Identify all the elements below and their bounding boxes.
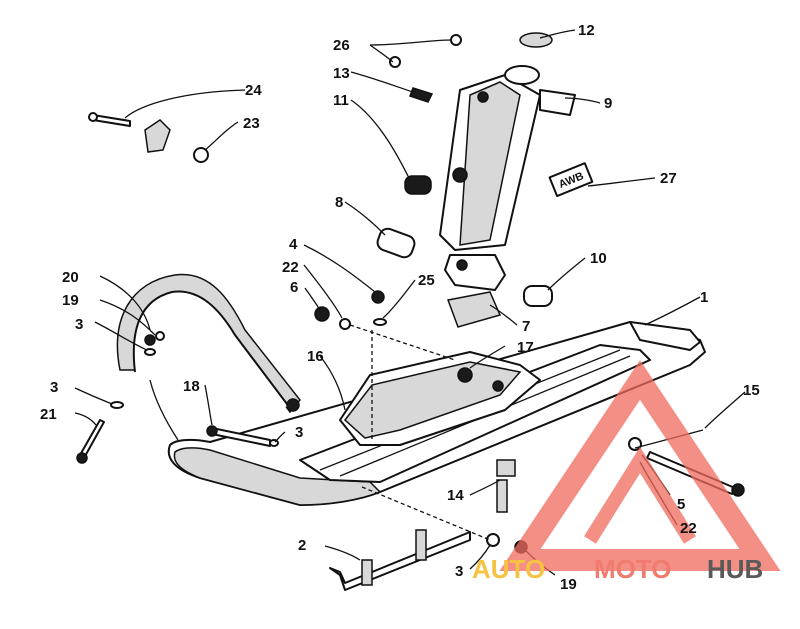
callout-21: 21 [40,406,57,423]
callout-16: 16 [307,348,324,365]
svg-text:MOTO: MOTO [594,554,672,584]
washer-22a [339,318,351,330]
callout-2: 2 [298,537,306,554]
awb-decal: AWB [548,162,594,198]
grease-fitting-13 [409,87,434,103]
callout-13: 13 [333,65,350,82]
callout-23: 23 [243,115,260,132]
callout-3c: 3 [295,424,303,441]
callout-12: 12 [578,22,595,39]
nut-4 [371,290,385,304]
callout-25: 25 [418,272,435,289]
spacer-14 [496,459,516,477]
nut-19a [155,331,165,341]
callout-20: 20 [62,269,79,286]
svg-text:HUB: HUB [707,554,763,584]
bushing-8 [376,227,416,259]
bolt-24 [88,112,209,163]
callout-19b: 19 [560,576,577,593]
callout-3a: 3 [75,316,83,333]
cap-12 [519,32,553,48]
wear-bar [329,459,516,591]
block-7 [446,291,502,328]
washer-26b [389,56,401,68]
spindle [439,65,576,291]
callout-3b: 3 [50,379,58,396]
callout-27: 27 [660,170,677,187]
nut-23 [193,147,209,163]
washer-3a [144,348,156,356]
callout-5: 5 [677,496,685,513]
callout-19a: 19 [62,292,79,309]
watermark-logo: AUTO MOTO HUB [472,554,763,584]
callout-1: 1 [700,289,708,306]
svg-text:AUTO: AUTO [472,554,545,584]
bushing-11 [404,175,432,195]
washer-25 [373,318,387,326]
bolt-21 [76,401,124,464]
callout-6: 6 [290,279,298,296]
callout-9: 9 [604,95,612,112]
callout-4: 4 [289,236,298,253]
nut-6 [314,306,330,322]
ski-loop-handle [116,273,301,414]
bushing-10 [523,285,553,307]
callout-7: 7 [522,318,530,335]
callout-18: 18 [183,378,200,395]
callout-17: 17 [517,339,534,356]
washer-26a [450,34,462,46]
callout-15: 15 [743,382,760,399]
callout-14: 14 [447,487,464,504]
callout-24: 24 [245,82,262,99]
callout-22a: 22 [282,259,299,276]
callout-11: 11 [333,92,349,109]
saddle [339,351,541,446]
callout-26: 26 [333,37,350,54]
callout-3d: 3 [455,563,463,580]
callout-8: 8 [335,194,343,211]
callout-labels: 1 2 3 3 3 3 4 5 6 7 8 9 10 11 12 13 14 1… [40,22,760,593]
callout-10: 10 [590,250,607,267]
watermark [499,360,781,571]
callout-22b: 22 [680,520,697,537]
washer-3d [486,533,500,547]
